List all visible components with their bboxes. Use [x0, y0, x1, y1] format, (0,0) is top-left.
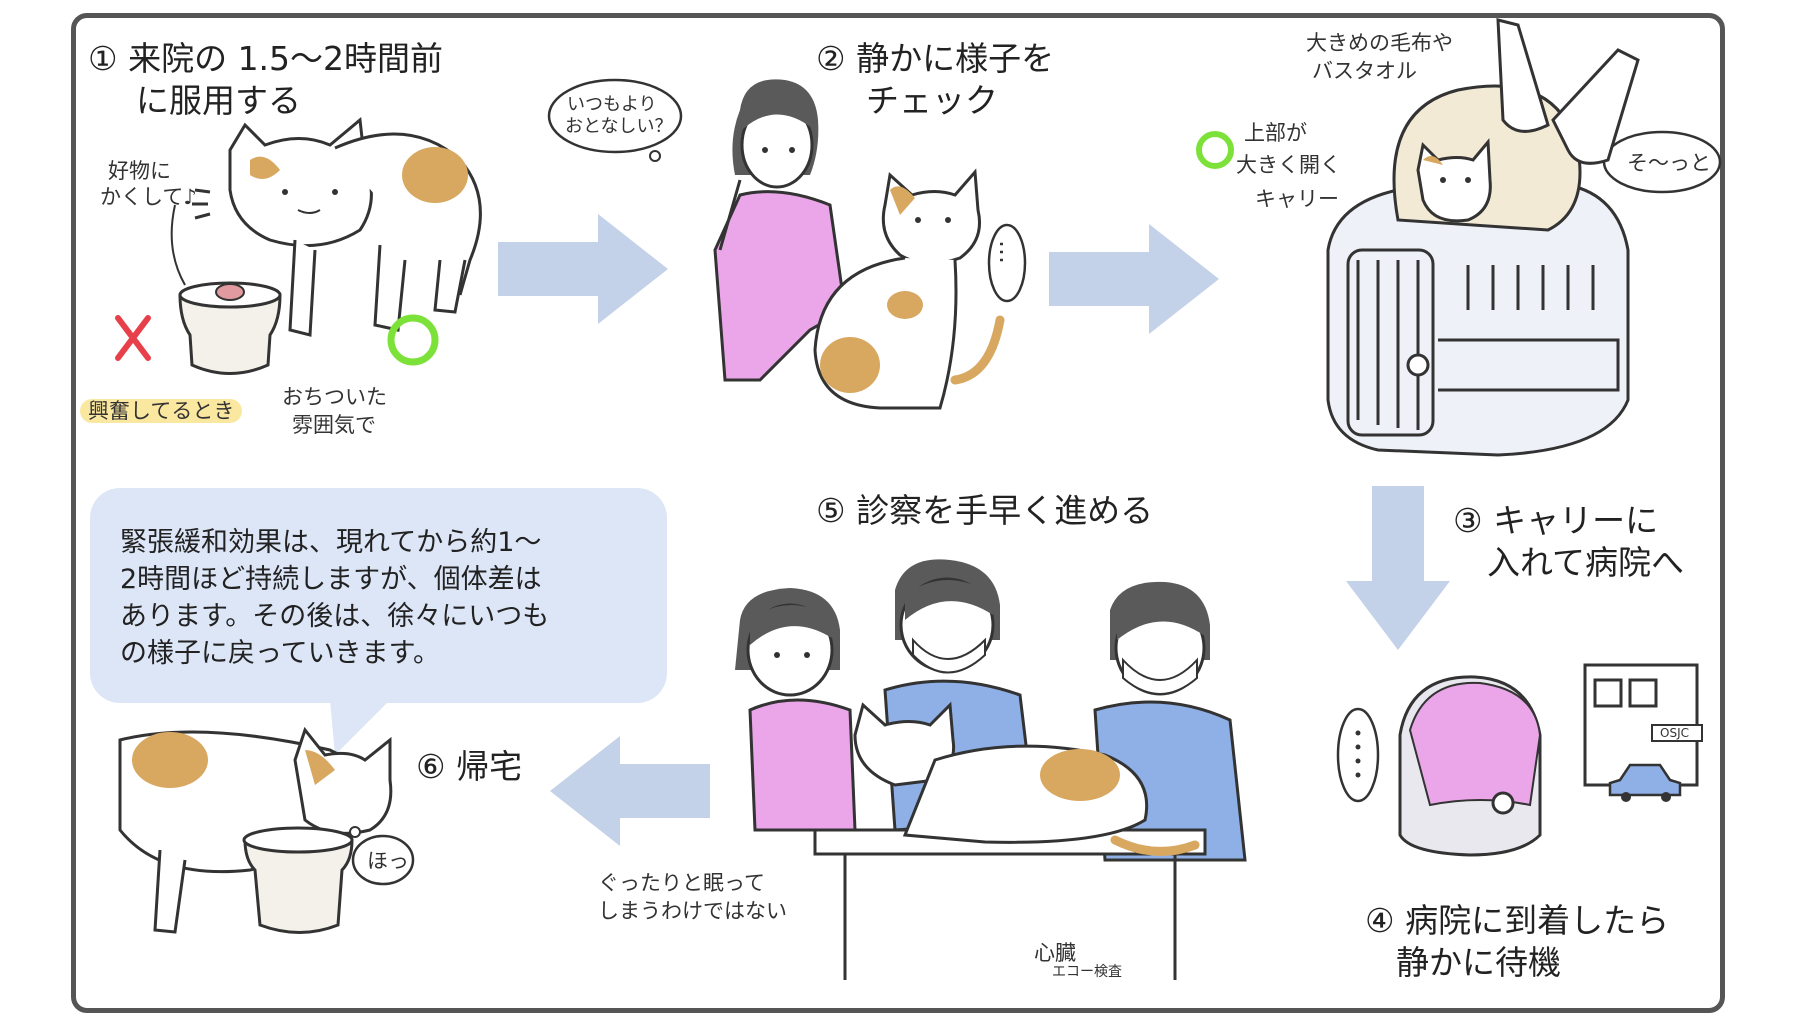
- calm-note-line1: おちついた: [282, 385, 387, 409]
- owner-worried-icon: [735, 588, 857, 832]
- blanket-note-line1: 大きめの毛布や: [1306, 31, 1453, 55]
- not-sleepy-note-line2: しまうわけではない: [598, 899, 787, 923]
- step4-caption-line2: 静かに待機: [1396, 943, 1561, 982]
- relief-bubble-icon: [349, 826, 415, 886]
- thought-bubble-quiet: [547, 78, 683, 162]
- carrier-note-line3: キャリー: [1255, 187, 1339, 211]
- step1-illustration: [115, 117, 482, 375]
- quiet-question-line1: いつもより: [567, 94, 657, 115]
- step4-illustration: [1336, 663, 1703, 857]
- step1-caption-line2: に服用する: [136, 81, 301, 120]
- favorite-note-line2: かくして♪: [100, 185, 197, 209]
- calm-note-line2: 雰囲気で: [292, 413, 376, 437]
- step2-caption-line2: チェック: [866, 81, 998, 120]
- blanket-note-line2: バスタオル: [1312, 59, 1417, 83]
- step2-illustration: [713, 79, 1005, 410]
- helping-hands-icon: [1496, 18, 1640, 165]
- step3-caption-line2: 入れて病院へ: [1487, 543, 1685, 582]
- info-bubble: 緊張緩和効果は、現れてから約1〜 2時間ほど持続しますが、個体差は あります。そ…: [90, 488, 667, 703]
- step1-caption-line1: ① 来院の 1.5〜2時間前: [88, 39, 444, 78]
- cat-silence-bubble: [987, 223, 1027, 303]
- wait-bubble-icon: [1336, 707, 1380, 803]
- food-bowl-icon: [178, 281, 282, 375]
- echo-note-line2: エコー検査: [1052, 964, 1122, 980]
- flow-arrow-1-2: [498, 214, 668, 324]
- step6-illustration: [118, 726, 415, 934]
- cat-on-table-icon: [853, 701, 1200, 856]
- info-bubble-text: 緊張緩和効果は、現れてから約1〜 2時間ほど持続しますが、個体差は あります。そ…: [120, 527, 550, 669]
- good-circle-icon: [387, 314, 439, 366]
- cat-eating-icon: [192, 117, 482, 337]
- vet-staff-2-icon: [1093, 581, 1247, 862]
- bad-cross-icon: [115, 315, 151, 361]
- owner-watching-icon: [713, 79, 847, 382]
- relief-text: ほっ: [367, 849, 409, 873]
- step3-caption-line1: ③ キャリーに: [1453, 501, 1659, 540]
- step5-illustration: [735, 559, 1247, 980]
- cat-silence-ellipsis: …: [994, 240, 1022, 264]
- favorite-note-line1: 好物に: [108, 159, 171, 183]
- not-sleepy-note-line1: ぐったりと眠って: [598, 871, 765, 895]
- step4-caption-line1: ④ 病院に到着したら: [1365, 901, 1670, 940]
- info-bubble-tail: [330, 700, 390, 755]
- blanket-cat-icon: [1392, 84, 1582, 232]
- gently-text: そ〜っと: [1627, 151, 1711, 175]
- step6-caption: ⑥ 帰宅: [416, 747, 523, 786]
- echo-note-line1: 心臓: [1034, 941, 1076, 965]
- excited-note: 興奮してるとき: [80, 398, 243, 424]
- step3-illustration: [1326, 18, 1640, 457]
- infographic: ① 来院の 1.5〜2時間前 に服用する 好物に かくして♪ 興奮してるとき お…: [71, 13, 1725, 1013]
- cat-sitting-icon: [813, 168, 1005, 410]
- quiet-question-line2: おとなしい？: [565, 116, 673, 137]
- hospital-sign: OSJC: [1660, 726, 1689, 740]
- good-circle-icon-2: [1196, 131, 1234, 169]
- carrier-icon: [1326, 183, 1630, 457]
- car-icon: [1608, 763, 1682, 802]
- flow-arrow-2-3: [1049, 224, 1219, 334]
- carrier-note-line2: 大きく開く: [1236, 153, 1341, 177]
- flow-arrow-3-4: [1346, 486, 1450, 650]
- step2-caption-line1: ② 静かに様子を: [816, 39, 1055, 78]
- food-bowl-icon-2: [242, 826, 354, 934]
- carrier-note-line1: 上部が: [1244, 121, 1307, 145]
- flow-arrow-5-6: [550, 736, 710, 846]
- covered-carrier-icon: [1398, 675, 1542, 857]
- step5-caption: ⑤ 診察を手早く進める: [816, 491, 1154, 530]
